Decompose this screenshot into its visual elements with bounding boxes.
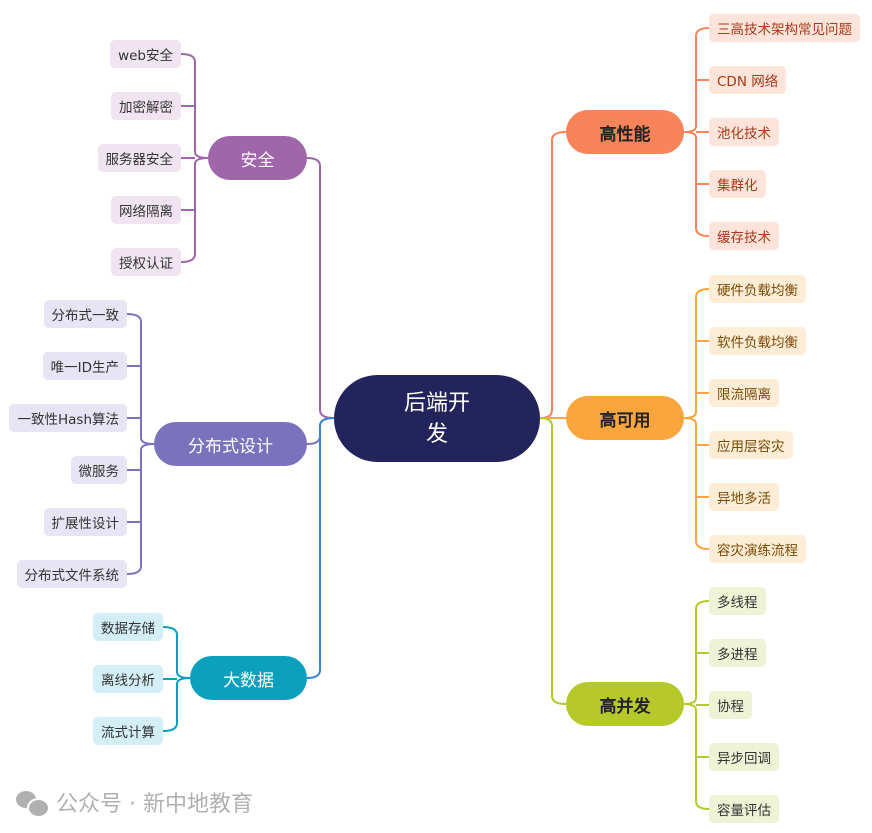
watermark-text: 公众号 · 新中地教育 xyxy=(56,792,253,817)
central-topic-line2: 发 xyxy=(425,421,448,447)
branch-big-data[interactable]: 大数据 xyxy=(190,656,307,700)
child-bracket xyxy=(683,27,710,237)
leaf-node[interactable]: 异步回调 xyxy=(709,743,779,771)
leaf-node[interactable]: 网络隔离 xyxy=(111,196,181,224)
leaf-node[interactable]: 异地多活 xyxy=(709,483,779,511)
wechat-icon xyxy=(16,789,50,818)
leaf-node[interactable]: 流式计算 xyxy=(93,717,163,745)
leaf-node[interactable]: 扩展性设计 xyxy=(43,508,127,536)
watermark: 公众号 · 新中地教育 xyxy=(16,786,253,818)
leaf-node[interactable]: 加密解密 xyxy=(111,92,181,120)
branch-connector xyxy=(306,417,335,679)
leaf-node[interactable]: 容量评估 xyxy=(709,795,779,823)
central-topic[interactable]: 后端开 发 xyxy=(334,375,540,462)
leaf-node[interactable]: 唯一ID生产 xyxy=(42,352,127,380)
leaf-node[interactable]: 容灾演练流程 xyxy=(709,535,806,563)
branch-label: 安全 xyxy=(240,150,275,171)
leaf-node[interactable]: 硬件负载均衡 xyxy=(709,275,806,303)
leaf-node[interactable]: 一致性Hash算法 xyxy=(9,404,127,432)
leaf-node[interactable]: 服务器安全 xyxy=(97,144,181,172)
branch-distributed-design[interactable]: 分布式设计 xyxy=(154,422,307,466)
leaf-node[interactable]: 微服务 xyxy=(70,456,127,484)
branch-high-performance[interactable]: 高性能 xyxy=(566,110,684,154)
leaf-node[interactable]: 离线分析 xyxy=(93,665,163,693)
child-bracket xyxy=(683,288,710,550)
leaf-node[interactable]: 分布式文件系统 xyxy=(16,560,127,588)
branch-label: 高性能 xyxy=(599,124,651,145)
branch-high-concurrency[interactable]: 高并发 xyxy=(566,682,684,726)
leaf-node[interactable]: web安全 xyxy=(110,40,181,68)
leaf-node[interactable]: 分布式一致 xyxy=(43,300,127,328)
branch-high-availability[interactable]: 高可用 xyxy=(566,396,684,440)
leaf-node[interactable]: 应用层容灾 xyxy=(709,431,793,459)
branch-label: 大数据 xyxy=(223,670,274,691)
leaf-node[interactable]: 限流隔离 xyxy=(709,379,779,407)
leaf-node[interactable]: 多进程 xyxy=(709,639,766,667)
branch-label: 高可用 xyxy=(599,410,651,431)
branch-security[interactable]: 安全 xyxy=(208,136,307,180)
branch-connector xyxy=(539,131,567,419)
branch-connector xyxy=(539,417,567,705)
leaf-node[interactable]: 多线程 xyxy=(709,587,766,615)
leaf-node[interactable]: 集群化 xyxy=(709,170,766,198)
leaf-node[interactable]: 授权认证 xyxy=(111,248,181,276)
leaf-node[interactable]: 缓存技术 xyxy=(709,222,779,250)
leaf-node[interactable]: 池化技术 xyxy=(709,118,779,146)
branch-label: 分布式设计 xyxy=(188,436,273,457)
branch-label: 高并发 xyxy=(599,696,651,717)
branch-connector xyxy=(306,157,335,419)
leaf-node[interactable]: 数据存储 xyxy=(93,613,163,641)
leaf-node[interactable]: 协程 xyxy=(709,691,752,719)
leaf-node[interactable]: CDN 网络 xyxy=(709,66,787,94)
central-topic-line1: 后端开 xyxy=(403,390,470,416)
child-bracket xyxy=(683,600,710,810)
child-bracket xyxy=(126,313,155,575)
leaf-node[interactable]: 三高技术架构常见问题 xyxy=(709,14,860,42)
leaf-node[interactable]: 软件负载均衡 xyxy=(709,327,806,355)
